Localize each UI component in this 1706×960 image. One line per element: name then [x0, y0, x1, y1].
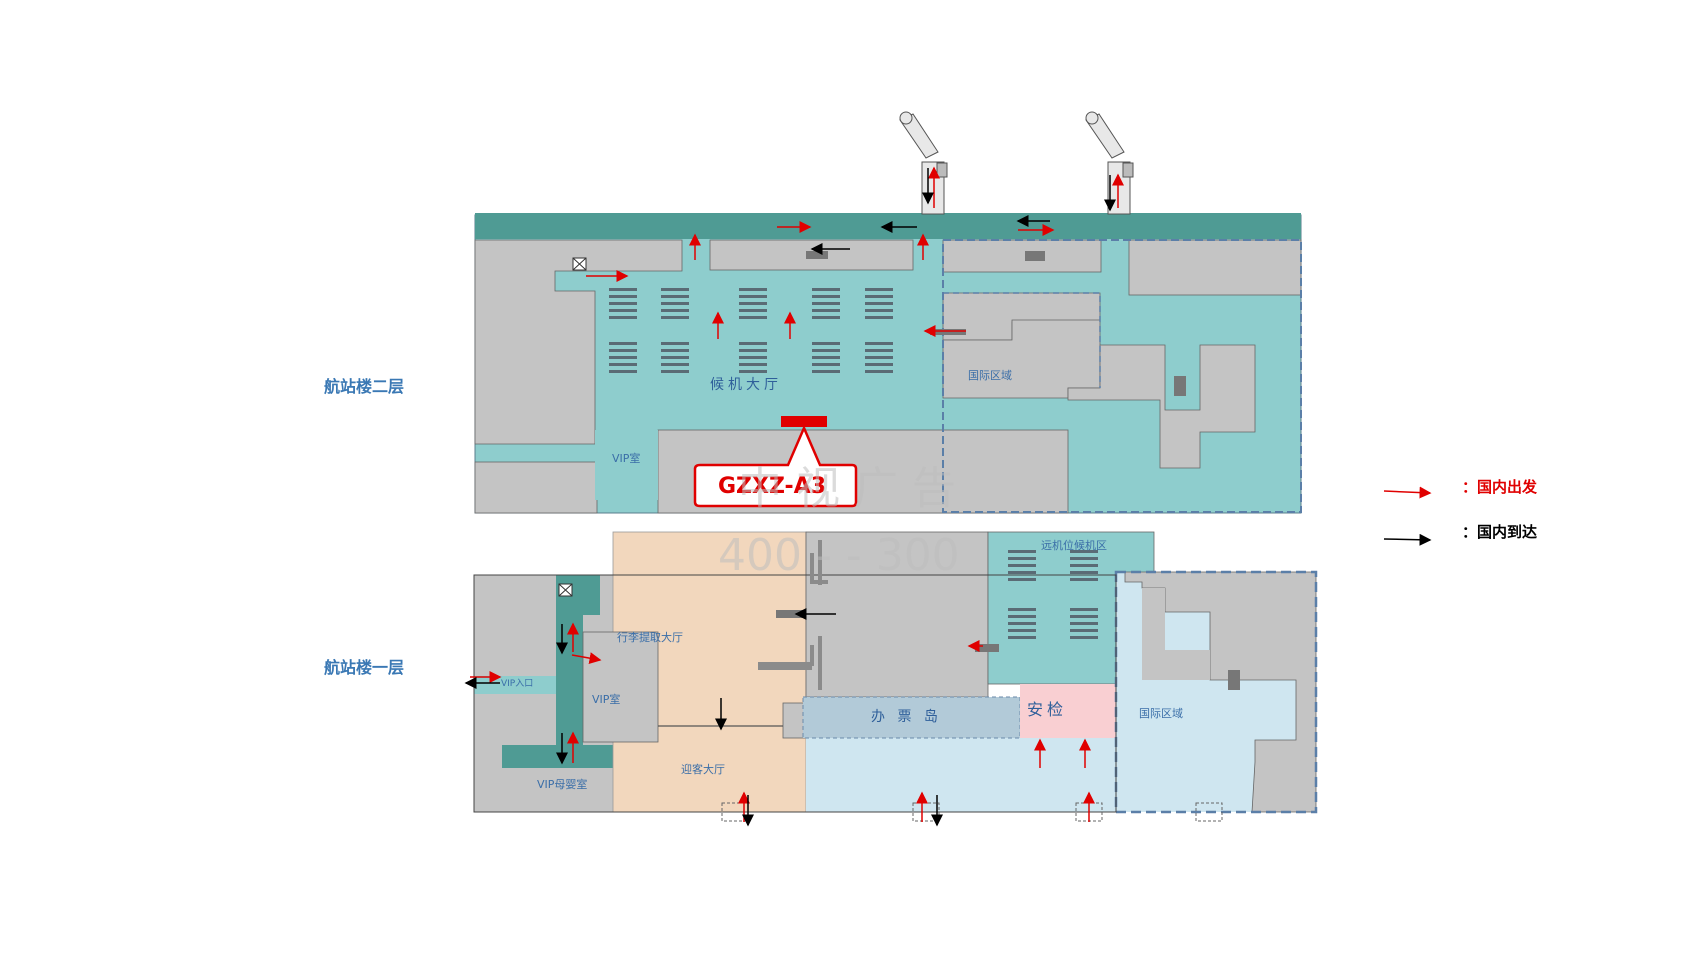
departure-arrows	[470, 166, 1124, 822]
area-security: 安检	[1027, 700, 1067, 719]
area-greeting-hall: 迎客大厅	[681, 762, 725, 776]
area-remote-gate: 远机位候机区	[1041, 538, 1107, 552]
legend: ：国内出发 ：国内到达	[1383, 478, 1538, 546]
area-vip-room-lower: VIP室	[592, 692, 620, 706]
jet-bridge-1	[899, 111, 948, 215]
ad-position-bar[interactable]	[781, 416, 827, 427]
area-intl-zone-upper: 国际区域	[968, 369, 1012, 382]
legend-departure-label: ：国内出发	[1462, 478, 1538, 496]
seating-rows-lower	[1008, 550, 1098, 639]
area-vip-mother-baby: VIP母婴室	[537, 777, 587, 791]
area-waiting-hall: 候机大厅	[710, 377, 782, 393]
area-baggage-claim: 行李提取大厅	[617, 630, 683, 644]
legend-departure-arrow	[1383, 486, 1432, 499]
area-vip-room-upper: VIP室	[612, 451, 640, 465]
legend-arrival-arrow	[1383, 533, 1432, 546]
ad-callout-box	[693, 424, 858, 508]
upper-floor-plan	[474, 111, 1302, 514]
floor-label-lower: 航站楼一层	[324, 658, 404, 677]
seating-rows	[609, 288, 893, 373]
floor-label-upper: 航站楼二层	[324, 377, 404, 396]
escalator-icon	[806, 251, 1186, 396]
legend-arrival-label: ：国内到达	[1462, 523, 1537, 541]
area-ticket-island: 办 票 岛	[871, 709, 942, 725]
watermark-line2: 400 - - 300	[718, 530, 960, 581]
ad-position-marker[interactable]: GZXZ-A3	[693, 416, 858, 508]
ad-position-code: GZXZ-A3	[718, 474, 826, 499]
area-intl-zone-lower: 国际区域	[1139, 707, 1183, 720]
arrival-arrows	[464, 168, 1116, 827]
area-vip-entrance: VIP入口	[501, 678, 533, 689]
lower-floor-plan	[473, 531, 1318, 822]
watermark-line1: 中 视 广 告	[738, 463, 956, 514]
